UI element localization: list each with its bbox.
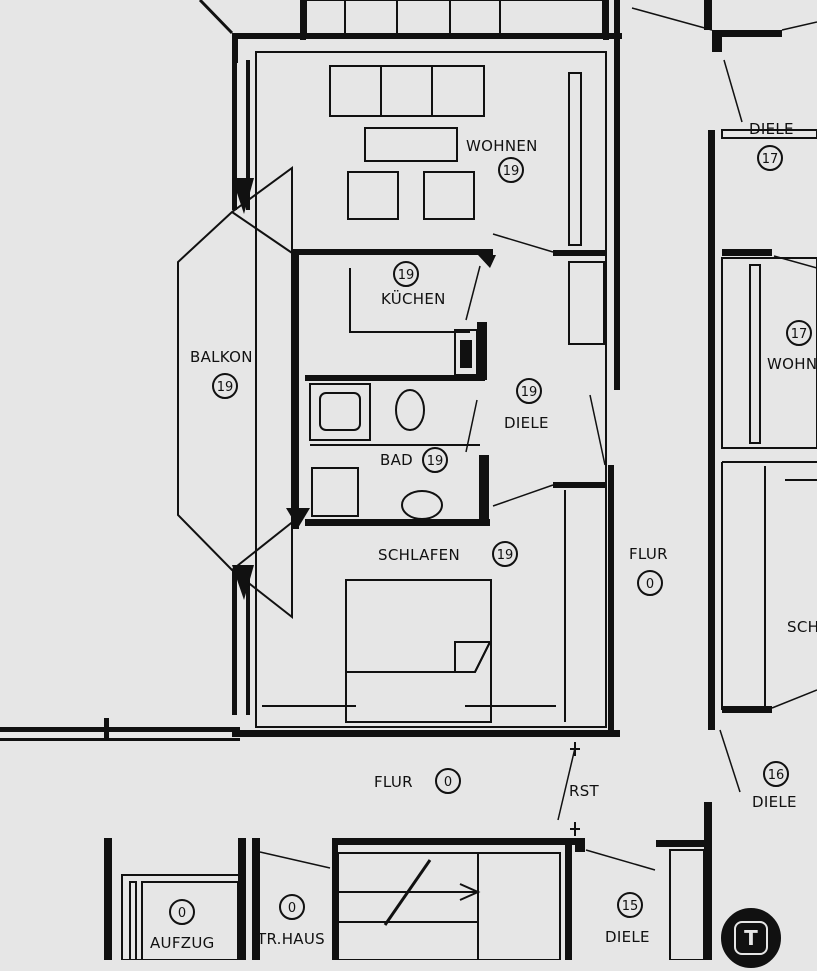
room-label-bad: BAD (380, 451, 413, 469)
room-number-balkon: 19 (217, 380, 234, 395)
room-label-kuechen: KÜCHEN (381, 289, 446, 308)
room-number-trhaus: 0 (288, 901, 296, 916)
room-label-diele: DIELE (504, 414, 549, 432)
room-number-bad: 19 (427, 454, 444, 469)
bedroom (262, 482, 606, 723)
rst-marker-label: RST (569, 782, 600, 800)
room-number-diele-15: 15 (622, 899, 639, 914)
room-label-sch: SCH (787, 618, 817, 636)
room-number-flur-right: 0 (646, 577, 654, 592)
living-furniture (329, 65, 606, 466)
room-label-schlafen: SCHLAFEN (378, 546, 460, 564)
room-number-aufzug: 0 (178, 906, 186, 921)
interior-face-lines (255, 0, 607, 728)
room-label-wohnen: WOHNEN (466, 137, 538, 155)
room-number-wohn-17: 17 (791, 327, 808, 342)
room-number-wohnen: 19 (503, 164, 520, 179)
text-scan-icon: T (734, 921, 768, 955)
room-label-diele-16: DIELE (752, 793, 797, 811)
room-labels: WOHNEN 19 19 KÜCHEN BALKON 19 19 DIELE B… (150, 120, 817, 952)
neighbor-apartments-right (631, 0, 817, 793)
room-label-aufzug: AUFZUG (150, 934, 215, 952)
room-number-schlafen: 19 (497, 548, 514, 563)
room-label-balkon: BALKON (190, 348, 253, 366)
text-scan-button[interactable]: T (718, 905, 784, 971)
balcony (177, 166, 296, 620)
room-number-diele-17: 17 (762, 152, 779, 167)
room-label-flur-right: FLUR (629, 545, 668, 563)
room-number-diele-16: 16 (768, 768, 785, 783)
room-label-flur-bottom: FLUR (374, 773, 413, 791)
room-label-wohn-17: WOHN (767, 355, 817, 373)
exterior-walls (0, 0, 622, 741)
room-label-diele-17: DIELE (749, 120, 794, 138)
core-walls (286, 249, 496, 529)
room-label-diele-15: DIELE (605, 928, 650, 946)
label-leaders (465, 265, 481, 453)
room-number-kuechen: 19 (398, 268, 415, 283)
room-number-flur-bottom: 0 (444, 775, 452, 790)
room-label-trhaus: TR.HAUS (256, 930, 325, 948)
room-number-diele: 19 (521, 385, 538, 400)
